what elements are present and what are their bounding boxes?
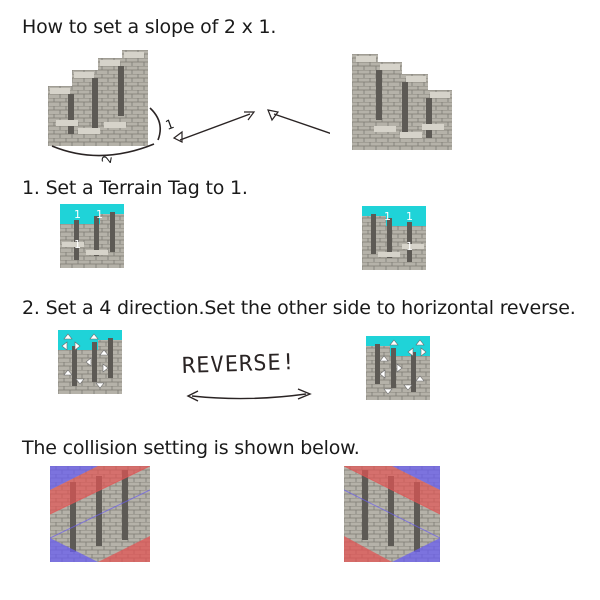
collision-tile-left [50, 466, 150, 562]
terrain-tile-right [362, 206, 426, 270]
terrain-tag-label-right-1: 1 [384, 210, 391, 223]
slope-annotation-arrows [51, 107, 330, 157]
terrain-tag-label-left-3: 1 [74, 238, 81, 251]
direction-tile-right [366, 336, 430, 400]
terrain-tag-label-left-1: 1 [74, 208, 81, 221]
direction-tile-left [58, 330, 122, 394]
terrain-tile-left [60, 204, 124, 268]
reverse-double-arrow [186, 388, 312, 402]
slope-tile-right [352, 54, 452, 150]
reverse-label: REVERSE! [181, 350, 297, 379]
terrain-tag-label-right-3: 1 [406, 240, 413, 253]
terrain-tag-label-left-2: 1 [96, 208, 103, 221]
title-heading: How to set a slope of 2 x 1. [22, 16, 277, 38]
terrain-tag-label-right-2: 1 [406, 210, 413, 223]
step3-heading: The collision setting is shown below. [22, 437, 360, 459]
slope-tile-left [48, 50, 148, 146]
step2-heading: 2. Set a 4 direction.Set the other side … [22, 297, 576, 319]
collision-tile-right [344, 466, 440, 562]
step1-heading: 1. Set a Terrain Tag to 1. [22, 177, 248, 199]
